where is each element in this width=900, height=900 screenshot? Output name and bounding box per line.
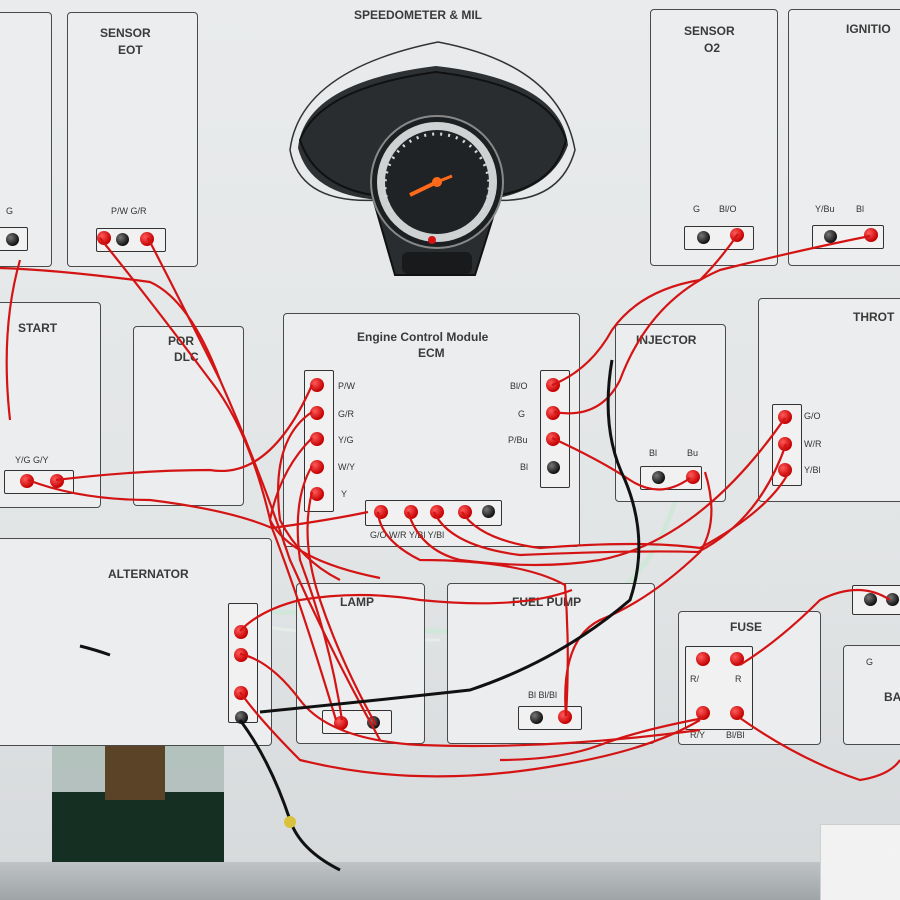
ecm-right-pin-4: Bl <box>520 462 529 472</box>
ecm-jack-bl[interactable] <box>547 461 560 474</box>
ecm-plug-yg[interactable] <box>310 432 324 446</box>
injector-pin-bl: Bl <box>649 448 658 458</box>
o2-title-1: SENSOR <box>684 24 735 38</box>
battery-title: BA <box>884 690 900 704</box>
battery-jack-1[interactable] <box>864 593 877 606</box>
ecm-plug-g[interactable] <box>546 406 560 420</box>
ignition-pin-ybu: Y/Bu <box>815 204 835 214</box>
eot-title-1: SENSOR <box>100 26 151 40</box>
ignition-jack-ybu[interactable] <box>824 230 837 243</box>
eot-jack-pw[interactable] <box>116 233 129 246</box>
fuel-pump-plug-blbl[interactable] <box>558 710 572 724</box>
speedometer-title: SPEEDOMETER & MIL <box>354 8 483 22</box>
bench-shelf <box>0 862 900 900</box>
ecm-plug-y[interactable] <box>310 487 324 501</box>
ecm-right-pin-3: P/Bu <box>508 435 528 445</box>
alternator-title: ALTERNATOR <box>108 567 189 581</box>
panel-alternator <box>0 538 272 746</box>
injector-jack-bl[interactable] <box>652 471 665 484</box>
ignition-plug-bl[interactable] <box>864 228 878 242</box>
ecm-plug-wr[interactable] <box>404 505 418 519</box>
ecm-plug-gr[interactable] <box>310 406 324 420</box>
fuse-pin-blbl: Bl/Bl <box>726 730 745 740</box>
ecm-plug-ybl-2[interactable] <box>458 505 472 519</box>
left-g-pin-label: G <box>6 206 14 216</box>
start-plug-gy[interactable] <box>50 474 64 488</box>
o2-pin-blo: Bl/O <box>719 204 737 214</box>
o2-jack-g[interactable] <box>697 231 710 244</box>
panel-dlc <box>133 326 244 506</box>
ecm-plug-pw[interactable] <box>310 378 324 392</box>
lamp-plug-1[interactable] <box>334 716 348 730</box>
o2-title-2: O2 <box>704 41 721 55</box>
alternator-plug-1[interactable] <box>234 625 248 639</box>
alternator-socket-strip <box>228 603 258 723</box>
ecm-title-1: Engine Control Module <box>357 330 489 344</box>
eot-title-2: EOT <box>118 43 143 57</box>
panel-sensor-eot <box>67 12 198 267</box>
fuse-plug-2[interactable] <box>730 652 744 666</box>
ecm-plug-ybl-1[interactable] <box>430 505 444 519</box>
ecm-right-pin-1: Bl/O <box>510 381 528 391</box>
left-g-jack[interactable] <box>6 233 19 246</box>
ecm-jack-bottom[interactable] <box>482 505 495 518</box>
throttle-pin-2: W/R <box>804 439 822 449</box>
dlc-title-2: DLC <box>174 350 199 364</box>
o2-pin-g: G <box>693 204 701 214</box>
panel-sensor-o2 <box>650 9 778 266</box>
start-title: START <box>18 321 58 335</box>
fuse-pin-r2: R <box>735 674 742 684</box>
fuel-pump-pin-labels: Bl Bl/Bl <box>528 690 558 700</box>
ecm-left-pin-4: W/Y <box>338 462 355 472</box>
ecm-left-pin-3: Y/G <box>338 435 354 445</box>
ecm-left-pin-1: P/W <box>338 381 355 391</box>
timestamp-overlay: 2 <box>888 842 896 857</box>
fuel-pump-title: FUEL PUMP <box>512 595 582 609</box>
battery-jack-2[interactable] <box>886 593 899 606</box>
fuse-plug-1[interactable] <box>696 652 710 666</box>
ecm-right-pin-2: G <box>518 409 526 419</box>
alternator-jack-1[interactable] <box>235 711 248 724</box>
panel-ignition <box>788 9 900 266</box>
ecm-left-pin-2: G/R <box>338 409 355 419</box>
injector-pin-bu: Bu <box>687 448 699 458</box>
throttle-title: THROT <box>853 310 895 324</box>
start-pin-labels: Y/G G/Y <box>15 455 49 465</box>
ecm-bottom-pin-labels: G/O W/R Y/Bl Y/Bl <box>370 530 445 540</box>
throttle-pin-3: Y/Bl <box>804 465 821 475</box>
start-plug-yg[interactable] <box>20 474 34 488</box>
throttle-pin-1: G/O <box>804 411 821 421</box>
fuse-plug-4[interactable] <box>730 706 744 720</box>
panel-battery <box>843 645 900 745</box>
ecm-left-pin-5: Y <box>341 489 348 499</box>
speedometer-gauge <box>289 41 576 276</box>
eot-plug-pw[interactable] <box>97 231 111 245</box>
fuse-plug-3[interactable] <box>696 706 710 720</box>
bench-block <box>820 824 900 900</box>
lamp-title: LAMP <box>340 595 374 609</box>
panel-left-top <box>0 12 52 267</box>
injector-plug-bu[interactable] <box>686 470 700 484</box>
eot-pin-labels: P/W G/R <box>111 206 147 216</box>
fuse-pin-r1: R/ <box>690 674 699 684</box>
fuse-pin-ry: R/Y <box>690 730 706 740</box>
ignition-title: IGNITIO <box>846 22 891 36</box>
injector-title: INJECTOR <box>636 333 697 347</box>
ecm-plug-wy[interactable] <box>310 460 324 474</box>
fuse-title: FUSE <box>730 620 763 634</box>
lamp-socket-box <box>322 710 392 734</box>
battery-pin-g: G <box>866 657 874 667</box>
ecm-title-2: ECM <box>418 346 445 360</box>
fuel-pump-jack-bl[interactable] <box>530 711 543 724</box>
throttle-plug-go[interactable] <box>778 410 792 424</box>
ignition-pin-bl: Bl <box>856 204 865 214</box>
